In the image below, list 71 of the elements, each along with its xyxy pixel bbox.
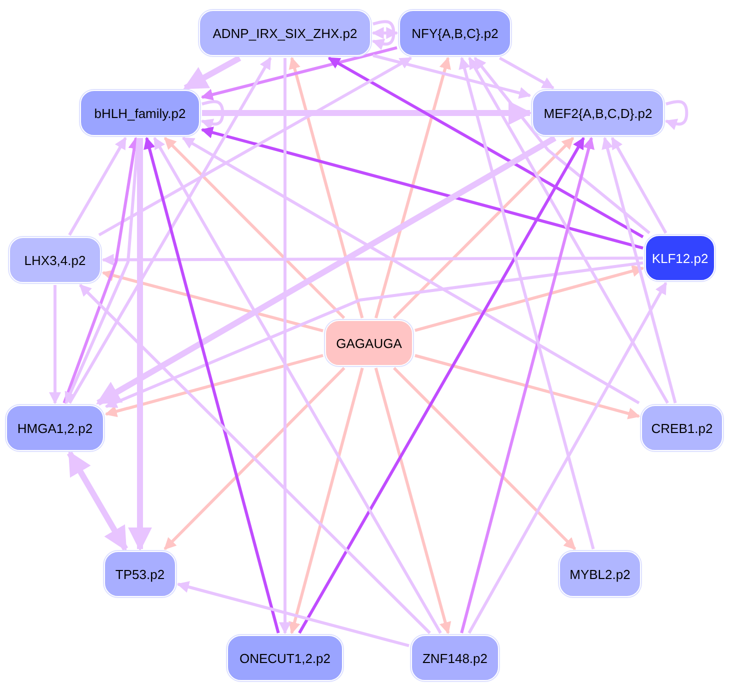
- arrow: [49, 285, 61, 404]
- gene-box: [6, 405, 104, 451]
- arrow: [164, 366, 346, 550]
- gene-box: [104, 551, 176, 597]
- gene-box: [411, 635, 499, 681]
- node-label: ONECUT1,2.p2: [239, 650, 331, 666]
- arrow: [164, 136, 346, 320]
- gene-box: [199, 10, 371, 56]
- arrow: [414, 265, 644, 332]
- arrow: [474, 57, 650, 234]
- arrow: [498, 56, 554, 90]
- arrow: [68, 56, 272, 404]
- arrow: [372, 54, 532, 99]
- node-label: ZNF148.p2: [422, 650, 488, 666]
- gene-box: [325, 320, 413, 366]
- arrow: [200, 126, 644, 250]
- gene-box: [399, 10, 511, 56]
- gene-box: [641, 405, 723, 451]
- gene-box: [9, 237, 101, 283]
- node-label: LHX3,4.p2: [24, 252, 86, 268]
- arrow: [200, 46, 398, 100]
- gene-box: [559, 551, 641, 597]
- self-loop-arrow: [372, 20, 396, 50]
- arrow: [68, 136, 127, 236]
- arrow: [153, 136, 442, 634]
- self-loop-arrow: [200, 100, 224, 130]
- self-loop-arrow: [664, 100, 688, 130]
- arrow: [128, 138, 152, 552]
- arrow: [288, 368, 364, 634]
- arrow: [104, 261, 644, 408]
- arrow: [414, 354, 640, 420]
- node-label: NFY{A,B,C}.p2: [412, 26, 498, 40]
- arrow: [328, 56, 644, 238]
- gene-box: [532, 90, 664, 136]
- gene-box: [645, 235, 715, 281]
- arrow: [392, 136, 574, 320]
- arrow: [460, 136, 594, 634]
- arrow: [602, 136, 677, 404]
- arrow: [79, 284, 431, 634]
- arrow: [374, 56, 451, 318]
- arrow: [104, 354, 324, 418]
- node-label: MEF2{A,B,C,D}.p2: [544, 106, 652, 120]
- arrow: [468, 56, 669, 404]
- arrow: [66, 450, 128, 552]
- arrow: [176, 581, 410, 648]
- node-label: CREB1.p2: [651, 420, 713, 436]
- gene-box: [80, 90, 200, 136]
- arrow: [202, 101, 532, 125]
- node-label: MYBL2.p2: [570, 566, 630, 582]
- arrow: [374, 368, 452, 634]
- arrow: [392, 366, 576, 550]
- node-label: ADNP_IRX_SIX_ZHX.p2: [212, 26, 358, 40]
- node-label: KLF12.p2: [652, 250, 708, 266]
- arrow: [182, 136, 640, 404]
- arrow: [610, 136, 668, 234]
- node-label: HMGA1,2.p2: [17, 420, 93, 436]
- arrow: [279, 58, 291, 634]
- arrow: [468, 282, 668, 634]
- arrow: [183, 55, 242, 91]
- arrow: [96, 135, 556, 406]
- arrow: [288, 56, 364, 318]
- gene-box: [227, 635, 343, 681]
- arrow: [298, 136, 585, 634]
- arrow: [98, 56, 412, 236]
- arrow: [102, 270, 324, 332]
- arrow: [458, 56, 595, 550]
- node-label: bHLH_family.p2: [94, 106, 186, 120]
- arrow: [144, 136, 280, 634]
- node-label: TP53.p2: [115, 566, 165, 582]
- node-label: GAGAUGA: [336, 336, 402, 350]
- arrow: [102, 254, 643, 266]
